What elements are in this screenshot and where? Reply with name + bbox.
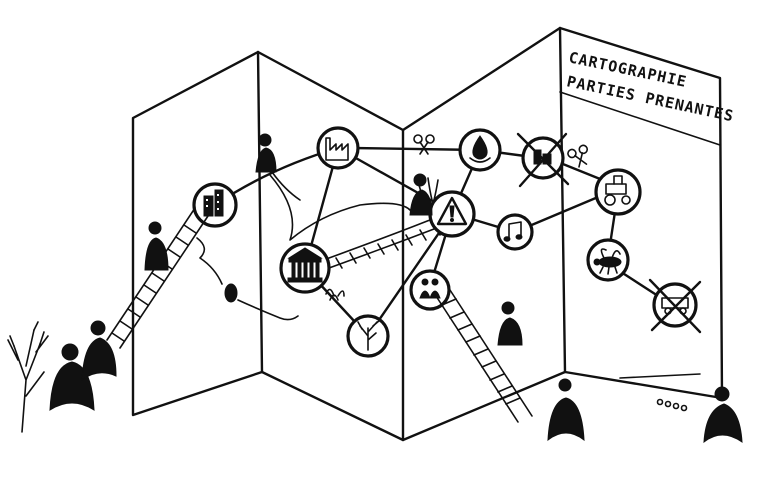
hanging-cord [196, 237, 299, 321]
crossed-out-group-icon [516, 132, 570, 188]
node-people [409, 269, 451, 311]
tree-icon [357, 319, 381, 351]
node-bee [586, 238, 630, 282]
scissors-icon [413, 134, 435, 155]
node-city [192, 182, 238, 228]
node-music [496, 213, 534, 251]
people-icon [419, 278, 441, 299]
factory-icon [325, 137, 349, 161]
bee-icon [593, 248, 622, 275]
node-crossed-group [516, 132, 570, 188]
water-drop-icon [469, 135, 491, 163]
figure-on-ladder-left [144, 221, 169, 271]
government-building-icon [287, 247, 323, 283]
figure-middle-right [497, 301, 523, 346]
music-note-icon [503, 221, 523, 242]
bare-tree-icon [7, 321, 49, 433]
node-factory [316, 126, 360, 170]
crossed-out-vehicle-icon [648, 278, 702, 334]
figure-on-map-top [255, 133, 277, 173]
warning-sign-icon [436, 196, 468, 226]
figure-bottom-middle [547, 378, 585, 442]
figure-bottom-right [703, 386, 743, 444]
tractor-icon [604, 175, 631, 206]
figure-by-warning [409, 173, 433, 216]
figure-left-group-2 [81, 320, 117, 382]
node-tractor [594, 168, 642, 216]
node-tree [346, 314, 390, 358]
scissors-icon [567, 144, 589, 168]
node-warning [428, 190, 476, 238]
ladder-middle [435, 289, 533, 423]
node-crossed-vehicle [648, 278, 702, 334]
rope-line [619, 373, 701, 412]
node-water [458, 128, 502, 172]
map-title: CARTOGRAPHIE PARTIES PRENANTES [565, 48, 736, 125]
node-parliament [279, 242, 331, 294]
